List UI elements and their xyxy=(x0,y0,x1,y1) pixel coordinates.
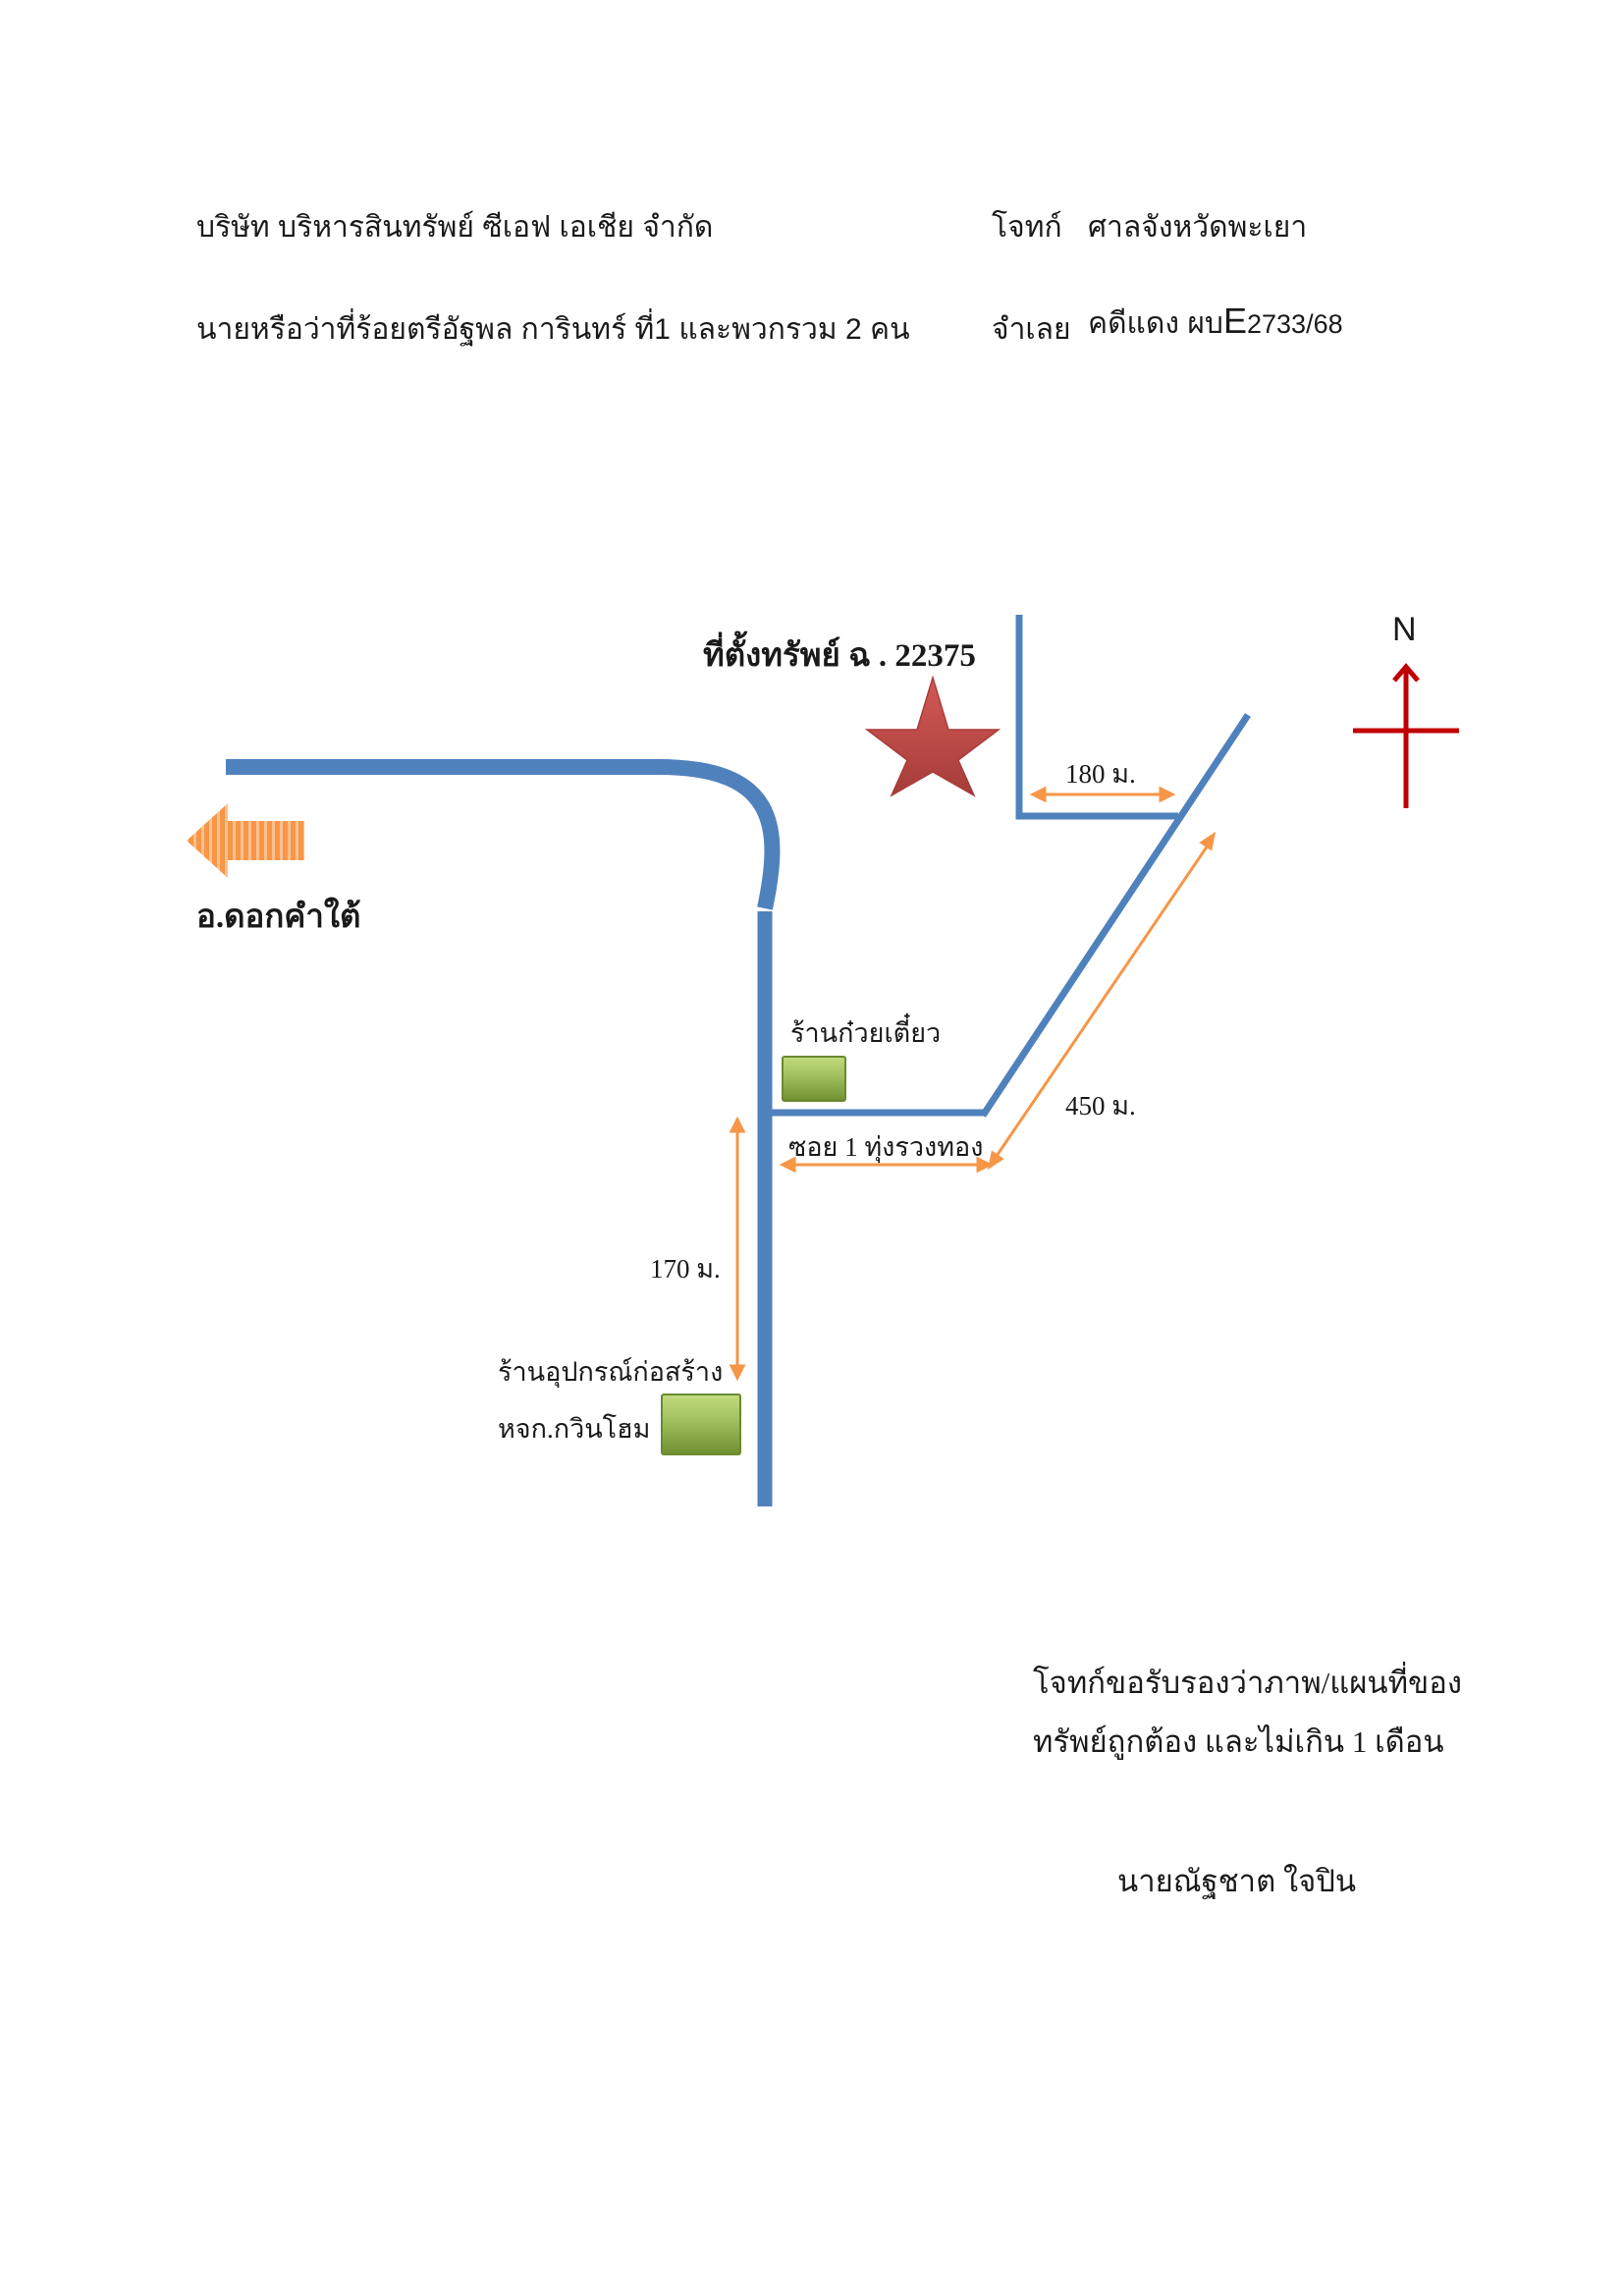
direction-label: อ.ดอกคำใต้ xyxy=(196,900,361,935)
distance-arrow-soi xyxy=(779,1156,994,1174)
defendant-role: จำเลย xyxy=(992,313,1071,346)
hardware-shop-label-2: หจก.กวินโฮม xyxy=(498,1414,651,1444)
direction-arrow-icon xyxy=(187,803,304,878)
noodle-shop-label: ร้านก๋วยเตี๋ยว xyxy=(790,1018,942,1048)
hardware-shop-marker xyxy=(661,1394,741,1455)
signer-name: นายณัฐชาต ใจปิน xyxy=(1117,1864,1357,1898)
main-road xyxy=(226,759,781,910)
case-letter: E xyxy=(1222,301,1247,341)
case-digits: 2733/68 xyxy=(1247,309,1343,339)
property-boundary xyxy=(1015,615,1178,820)
distance-arrow-450 xyxy=(987,831,1217,1171)
hardware-shop-label-1: ร้านอุปกรณ์ก่อสร้าง xyxy=(498,1357,724,1387)
distance-arrow-180 xyxy=(1029,786,1176,803)
plaintiff-company: บริษัท บริหารสินทรัพย์ ซีเอฟ เอเชีย จำกั… xyxy=(196,211,714,244)
noodle-shop-marker xyxy=(782,1056,846,1102)
distance-label-170: 170 ม. xyxy=(650,1254,721,1284)
property-star-icon xyxy=(864,675,1001,797)
diagonal-road xyxy=(980,713,1251,1118)
court-name: ศาลจังหวัดพะเยา xyxy=(1088,211,1308,244)
distance-label-450: 450 ม. xyxy=(1065,1091,1136,1121)
case-number: คดีแดง ผบE2733/68 xyxy=(1088,301,1343,347)
certification-line-1: โจทก์ขอรับรองว่าภาพ/แผนที่ของ xyxy=(1033,1666,1462,1700)
certification-line-2: ทรัพย์ถูกต้อง และไม่เกิน 1 เดือน xyxy=(1033,1724,1444,1759)
soi-label: ซอย 1 ทุ่งรวงทอง xyxy=(788,1132,984,1162)
case-prefix: คดีแดง ผบ xyxy=(1088,307,1223,340)
defendant-names: นายหรือว่าที่ร้อยตรีอัฐพล การินทร์ ที่1 … xyxy=(196,313,910,346)
property-title: ที่ตั้งทรัพย์ ฉ . 22375 xyxy=(703,638,976,674)
plaintiff-role: โจทก์ xyxy=(992,211,1062,244)
distance-arrow-170 xyxy=(729,1116,746,1382)
north-label: N xyxy=(1392,611,1417,648)
distance-label-180: 180 ม. xyxy=(1065,759,1136,789)
north-compass-icon xyxy=(1353,663,1459,808)
